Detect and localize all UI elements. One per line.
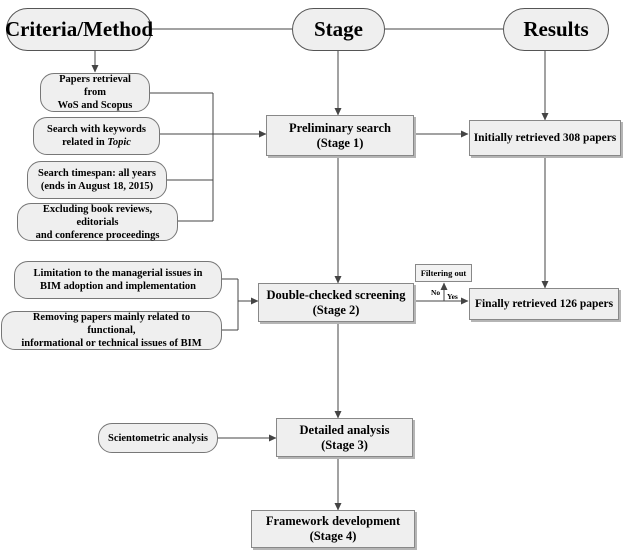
stage-3-box: Detailed analysis (Stage 3) — [276, 418, 413, 457]
filter-no-label: No — [431, 288, 441, 297]
criterion-excluding-line2: and conference proceedings — [35, 229, 160, 241]
criterion-removing-line2: informational or technical issues of BIM — [21, 338, 202, 349]
result-initial-box: Initially retrieved 308 papers — [469, 120, 621, 156]
header-results: Results — [503, 8, 609, 51]
criterion-papers-retrieval: Papers retrieval from WoS and Scopus — [40, 73, 150, 112]
stage-1-title: Preliminary search — [289, 120, 391, 135]
header-criteria-label: Criteria/Method — [4, 17, 154, 41]
stage-4-box: Framework development (Stage 4) — [251, 510, 415, 548]
stage-2-title: Double-checked screening — [266, 287, 406, 302]
criterion-search-keywords: Search with keywords related in Topic — [33, 117, 160, 155]
filter-yes-label: Yes — [447, 292, 458, 301]
criterion-search-keywords-line1: Search with keywords — [47, 124, 146, 135]
stage-3-subtitle: (Stage 3) — [321, 437, 368, 452]
stage-4-subtitle: (Stage 4) — [309, 529, 357, 543]
filtering-out-box: Filtering out — [415, 264, 472, 282]
filtering-out-label: Filtering out — [420, 268, 467, 278]
header-stage: Stage — [292, 8, 385, 51]
criterion-managerial-line2: BIM adoption and implementation — [39, 281, 197, 292]
criterion-managerial-limitation: Limitation to the managerial issues in B… — [14, 261, 222, 299]
result-final-label: Finally retrieved 126 papers — [474, 297, 614, 310]
criterion-search-timespan: Search timespan: all years (ends in Augu… — [27, 161, 167, 199]
criterion-scientometric: Scientometric analysis — [98, 423, 218, 453]
criterion-excluding-line1: Excluding book reviews, editorials — [42, 203, 153, 228]
header-stage-label: Stage — [314, 17, 363, 41]
result-final-box: Finally retrieved 126 papers — [469, 288, 619, 320]
stage-1-box: Preliminary search (Stage 1) — [266, 115, 414, 156]
criterion-search-keywords-line2: related in Topic — [62, 136, 131, 149]
criterion-managerial-line1: Limitation to the managerial issues in — [33, 268, 203, 279]
header-results-label: Results — [523, 17, 589, 41]
criterion-papers-retrieval-line2: WoS and Scopus — [57, 100, 133, 111]
stage-2-subtitle: (Stage 2) — [312, 302, 360, 317]
stage-3-title: Detailed analysis — [299, 422, 390, 437]
result-initial-label: Initially retrieved 308 papers — [473, 131, 617, 144]
criterion-removing-line1: Removing papers mainly related to functi… — [32, 312, 191, 336]
criterion-search-timespan-line2: (ends in August 18, 2015) — [40, 181, 154, 192]
criterion-excluding: Excluding book reviews, editorials and c… — [17, 203, 178, 241]
criterion-search-keywords-prefix: related in — [62, 137, 108, 148]
criterion-papers-retrieval-line1: Papers retrieval from — [59, 74, 131, 98]
stage-1-subtitle: (Stage 1) — [316, 135, 364, 150]
criterion-removing-papers: Removing papers mainly related to functi… — [1, 311, 222, 350]
stage-2-box: Double-checked screening (Stage 2) — [258, 283, 414, 322]
criterion-search-keywords-topic: Topic — [107, 137, 131, 148]
criterion-search-timespan-line1: Search timespan: all years — [38, 168, 156, 179]
header-criteria-method: Criteria/Method — [4, 8, 154, 51]
criterion-scientometric-label: Scientometric analysis — [107, 432, 209, 444]
stage-4-title: Framework development — [265, 514, 401, 528]
